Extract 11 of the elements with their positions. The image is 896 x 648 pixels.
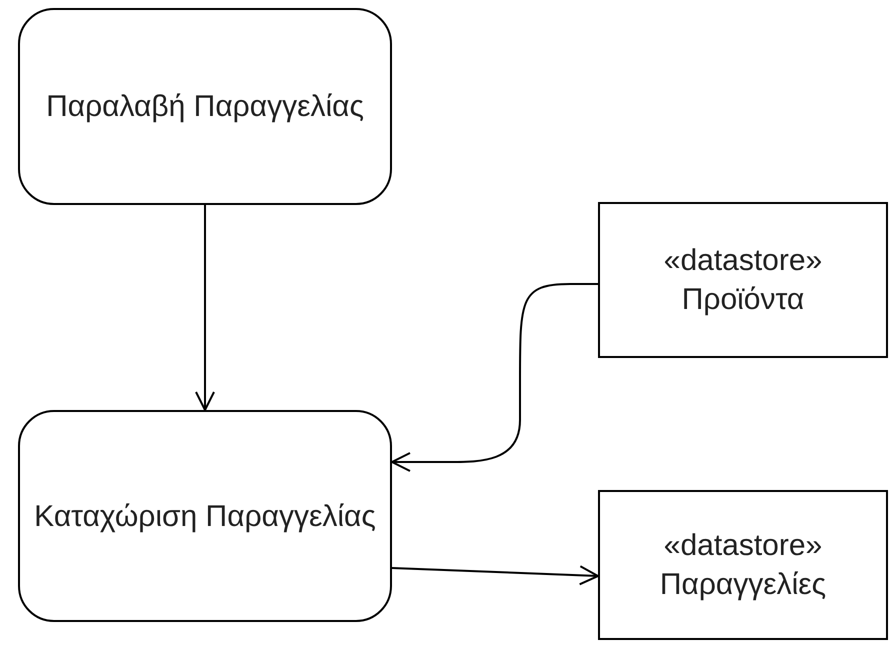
arrow bbox=[195, 205, 215, 411]
node-label: Παραλαβή Παραγγελίας bbox=[46, 89, 364, 125]
arrow bbox=[392, 565, 599, 586]
datastore-box bbox=[598, 202, 888, 358]
node-label: «datastore» Προϊόντα bbox=[662, 243, 824, 318]
activity-box bbox=[18, 410, 392, 622]
datastore-box bbox=[598, 490, 888, 640]
node-label: Καταχώριση Παραγγελίας bbox=[34, 498, 376, 534]
node-label: «datastore» Παραγγελίες bbox=[658, 528, 828, 603]
activity-box bbox=[18, 8, 392, 205]
arrow bbox=[391, 283, 598, 472]
